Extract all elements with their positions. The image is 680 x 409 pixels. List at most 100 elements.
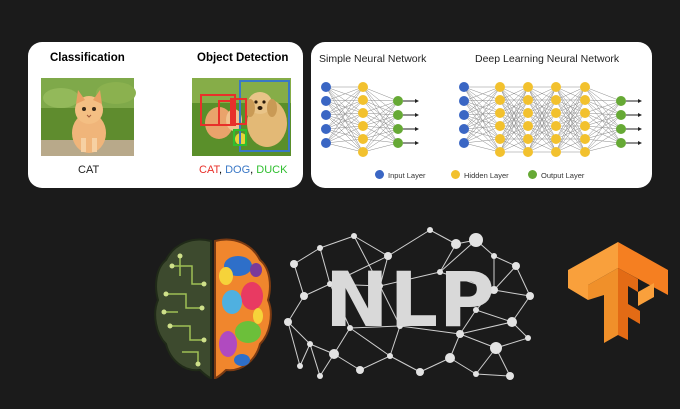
- input-node: [459, 124, 469, 134]
- hidden-node: [495, 95, 505, 105]
- connection-line: [463, 114, 501, 153]
- connection-line: [325, 86, 364, 102]
- network-node: [437, 269, 443, 275]
- network-edge: [299, 343, 311, 367]
- network-edge: [475, 373, 511, 377]
- connection-line: [362, 128, 399, 153]
- connection-line: [584, 114, 622, 153]
- network-node: [491, 253, 497, 259]
- network-edge: [349, 325, 401, 329]
- connection-line: [555, 138, 586, 153]
- connection-line: [325, 125, 364, 144]
- connection-line: [463, 125, 501, 130]
- network-edge: [293, 263, 305, 297]
- output-arrowhead: [415, 141, 419, 145]
- network-node: [351, 233, 357, 239]
- connection-line: [584, 138, 622, 144]
- computer-vision-card: Classification Object Detection: [28, 42, 303, 188]
- classification-label: CAT: [78, 164, 100, 176]
- connection-line: [362, 112, 399, 144]
- hidden-node: [551, 95, 561, 105]
- output-arrowhead: [415, 113, 419, 117]
- hidden-node: [523, 121, 533, 131]
- hidden-node: [495, 134, 505, 144]
- connection-line: [527, 86, 557, 153]
- connection-line: [325, 128, 364, 140]
- network-node: [347, 325, 353, 331]
- object-detection-photo: [192, 78, 291, 156]
- input-node: [459, 138, 469, 148]
- hidden-node: [358, 95, 368, 105]
- network-node: [526, 292, 534, 300]
- output-node: [616, 96, 626, 106]
- network-node: [329, 349, 339, 359]
- connection-line: [463, 100, 501, 153]
- connection-line: [555, 99, 586, 153]
- network-node: [284, 318, 292, 326]
- network-edge: [449, 357, 477, 375]
- connection-line: [362, 86, 399, 102]
- hidden-layer-swatch: [451, 170, 460, 179]
- connection-line: [325, 86, 364, 140]
- connection-line: [584, 99, 622, 144]
- connection-line: [463, 142, 501, 153]
- network-node: [307, 341, 313, 347]
- hidden-node: [580, 108, 590, 118]
- network-edge: [459, 333, 497, 349]
- connection-line: [362, 112, 399, 116]
- connection-line: [463, 112, 501, 144]
- network-node: [451, 239, 461, 249]
- connection-line: [463, 86, 501, 153]
- connection-line: [463, 100, 501, 140]
- detection-separator-2: ,: [250, 164, 257, 176]
- detection-label-cat: CAT: [199, 164, 219, 176]
- output-node: [393, 96, 403, 106]
- connection-line: [584, 86, 622, 144]
- network-node: [290, 260, 298, 268]
- network-edge: [293, 247, 321, 265]
- connection-line: [362, 99, 399, 144]
- network-node: [356, 366, 364, 374]
- connection-line: [527, 86, 557, 114]
- output-node: [616, 124, 626, 134]
- output-layer-legend: Output Layer: [541, 171, 585, 180]
- output-arrowhead: [638, 99, 642, 103]
- output-node: [616, 138, 626, 148]
- network-node: [507, 317, 517, 327]
- connection-line: [325, 100, 364, 140]
- hidden-node: [551, 82, 561, 92]
- network-edge: [309, 343, 321, 377]
- network-edge: [329, 255, 389, 285]
- connection-line: [362, 128, 399, 140]
- network-edge: [419, 357, 451, 373]
- network-edge: [303, 283, 331, 297]
- network-edge: [439, 239, 477, 273]
- connection-line: [362, 86, 399, 144]
- connection-line: [584, 112, 622, 144]
- network-edge: [493, 265, 517, 291]
- brain-icon: [154, 238, 272, 380]
- connection-line: [584, 100, 622, 153]
- deep-network-title: Deep Learning Neural Network: [475, 53, 620, 65]
- connection-line: [584, 112, 622, 116]
- connection-line: [362, 99, 399, 102]
- connection-line: [463, 112, 501, 130]
- connection-line: [325, 86, 364, 114]
- hidden-node: [551, 108, 561, 118]
- network-edge: [379, 285, 401, 327]
- connection-line: [499, 86, 529, 153]
- network-node: [377, 283, 383, 289]
- input-node: [321, 138, 331, 148]
- network-edge: [287, 321, 311, 345]
- connection-line: [584, 100, 622, 114]
- network-edge: [353, 235, 381, 287]
- connection-line: [463, 128, 501, 140]
- network-edge: [329, 283, 351, 329]
- nlp-network-edges: [287, 229, 531, 377]
- connection-line: [555, 86, 586, 114]
- connection-line: [325, 99, 364, 102]
- hidden-node: [495, 108, 505, 118]
- connection-line: [584, 99, 622, 102]
- network-node: [300, 292, 308, 300]
- network-edge: [459, 309, 477, 335]
